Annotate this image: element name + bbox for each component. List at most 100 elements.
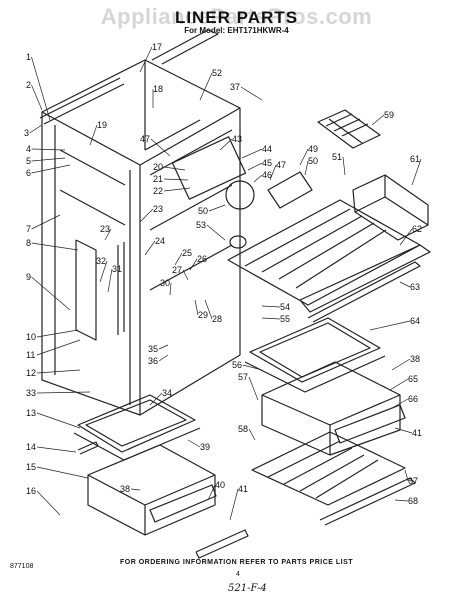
leader-line-28 (204, 299, 213, 320)
crisper-drawer-left-drawing (87, 444, 217, 536)
callout-24: 24 (155, 236, 165, 246)
leader-line-8 (31, 242, 79, 251)
leader-line-17 (139, 46, 153, 73)
callout-11: 11 (26, 350, 35, 360)
callout-22: 22 (153, 186, 163, 196)
callout-51: 51 (332, 152, 342, 162)
callout-50: 50 (198, 206, 208, 216)
leader-line-25 (174, 252, 183, 266)
callout-5: 5 (26, 156, 31, 166)
callout-16: 16 (26, 486, 36, 496)
callout-30: 30 (160, 278, 170, 288)
callout-31: 31 (112, 264, 122, 274)
leader-line-12 (36, 369, 81, 374)
crisper-cover-left-drawing (73, 394, 201, 461)
leader-line-35 (158, 344, 169, 350)
leader-lines (29, 46, 422, 521)
leader-line-6 (31, 164, 71, 174)
leader-line-21 (163, 178, 189, 181)
callout-56: 56 (232, 360, 242, 370)
leader-line-65 (389, 378, 409, 391)
callout-28: 28 (212, 314, 222, 324)
leader-line-37 (240, 86, 263, 101)
ice-tray-drawing (317, 109, 381, 149)
leader-line-50 (304, 160, 309, 176)
callout-39: 39 (200, 442, 210, 452)
leader-line-20 (163, 166, 186, 171)
callout-2: 2 (26, 80, 31, 90)
callout-29: 29 (198, 310, 208, 320)
watermark: AppliancePartsPros.com (100, 4, 373, 29)
leader-line-26 (189, 258, 198, 271)
callout-62: 62 (412, 224, 422, 234)
callout-46: 46 (262, 170, 272, 180)
leader-line-54 (261, 305, 281, 308)
leader-line-52 (199, 72, 213, 101)
leader-line-27 (182, 269, 189, 281)
leader-line-55 (261, 317, 281, 320)
callout-41: 41 (412, 428, 422, 438)
callout-38: 38 (120, 484, 130, 494)
leader-line-32 (99, 260, 108, 283)
leader-line-53 (206, 224, 226, 241)
lower-wire-shelf-drawing (251, 431, 416, 526)
ice-bin-drawing (352, 174, 429, 241)
callout-1: 1 (26, 52, 31, 62)
leader-line-22 (163, 187, 191, 192)
callout-14: 14 (26, 442, 36, 452)
callout-13: 13 (26, 408, 36, 418)
callout-50: 50 (308, 156, 318, 166)
page-number: 4 (236, 571, 240, 578)
bottom-rail-drawing (77, 441, 249, 559)
leader-line-19 (89, 124, 98, 146)
callout-38: 38 (410, 354, 420, 364)
freezer-shelf-drawing (227, 199, 431, 323)
leader-line-30 (169, 282, 172, 296)
callout-43: 43 (232, 134, 242, 144)
callout-20: 20 (153, 162, 163, 172)
callout-8: 8 (26, 238, 31, 248)
callout-23: 23 (100, 224, 110, 234)
leader-line-67 (404, 469, 409, 482)
callout-66: 66 (408, 394, 418, 404)
leader-line-50 (208, 204, 226, 212)
leader-line-56 (242, 364, 263, 371)
callout-15: 15 (26, 462, 36, 472)
callout-4: 4 (26, 144, 31, 154)
callout-18: 18 (153, 84, 163, 94)
leader-line-38 (391, 358, 411, 371)
callout-40: 40 (215, 480, 225, 490)
icemaker-assembly-drawing (171, 136, 313, 249)
leader-line-63 (399, 281, 411, 288)
callout-65: 65 (408, 374, 418, 384)
leader-line-61 (411, 158, 422, 186)
leader-line-23 (104, 228, 112, 241)
leader-line-14 (36, 446, 77, 453)
callout-47: 47 (140, 134, 150, 144)
crisper-cover-right-drawing (244, 317, 386, 393)
callout-44: 44 (262, 144, 272, 154)
leader-line-23 (139, 208, 154, 223)
part-number: 877108 (10, 563, 34, 570)
leader-line-46 (253, 174, 263, 183)
callout-25: 25 (182, 248, 192, 258)
leader-line-15 (36, 466, 89, 479)
leader-line-49 (299, 148, 309, 166)
callout-68: 68 (408, 496, 418, 506)
leader-line-57 (248, 376, 259, 401)
callout-67: 67 (408, 476, 418, 486)
leader-line-1 (31, 56, 51, 121)
leader-line-11 (36, 339, 81, 356)
leader-line-47 (150, 138, 171, 157)
callout-17: 17 (152, 42, 162, 52)
callout-54: 54 (280, 302, 290, 312)
callout-37: 37 (230, 82, 240, 92)
liner-cabinet-drawing (41, 29, 241, 416)
shelf-rails-drawing (39, 77, 125, 341)
leader-line-40 (207, 484, 216, 501)
callout-36: 36 (148, 356, 158, 366)
callout-32: 32 (96, 256, 106, 266)
handwritten-note: 521-F-4 (228, 583, 267, 594)
leader-line-38 (130, 488, 141, 491)
